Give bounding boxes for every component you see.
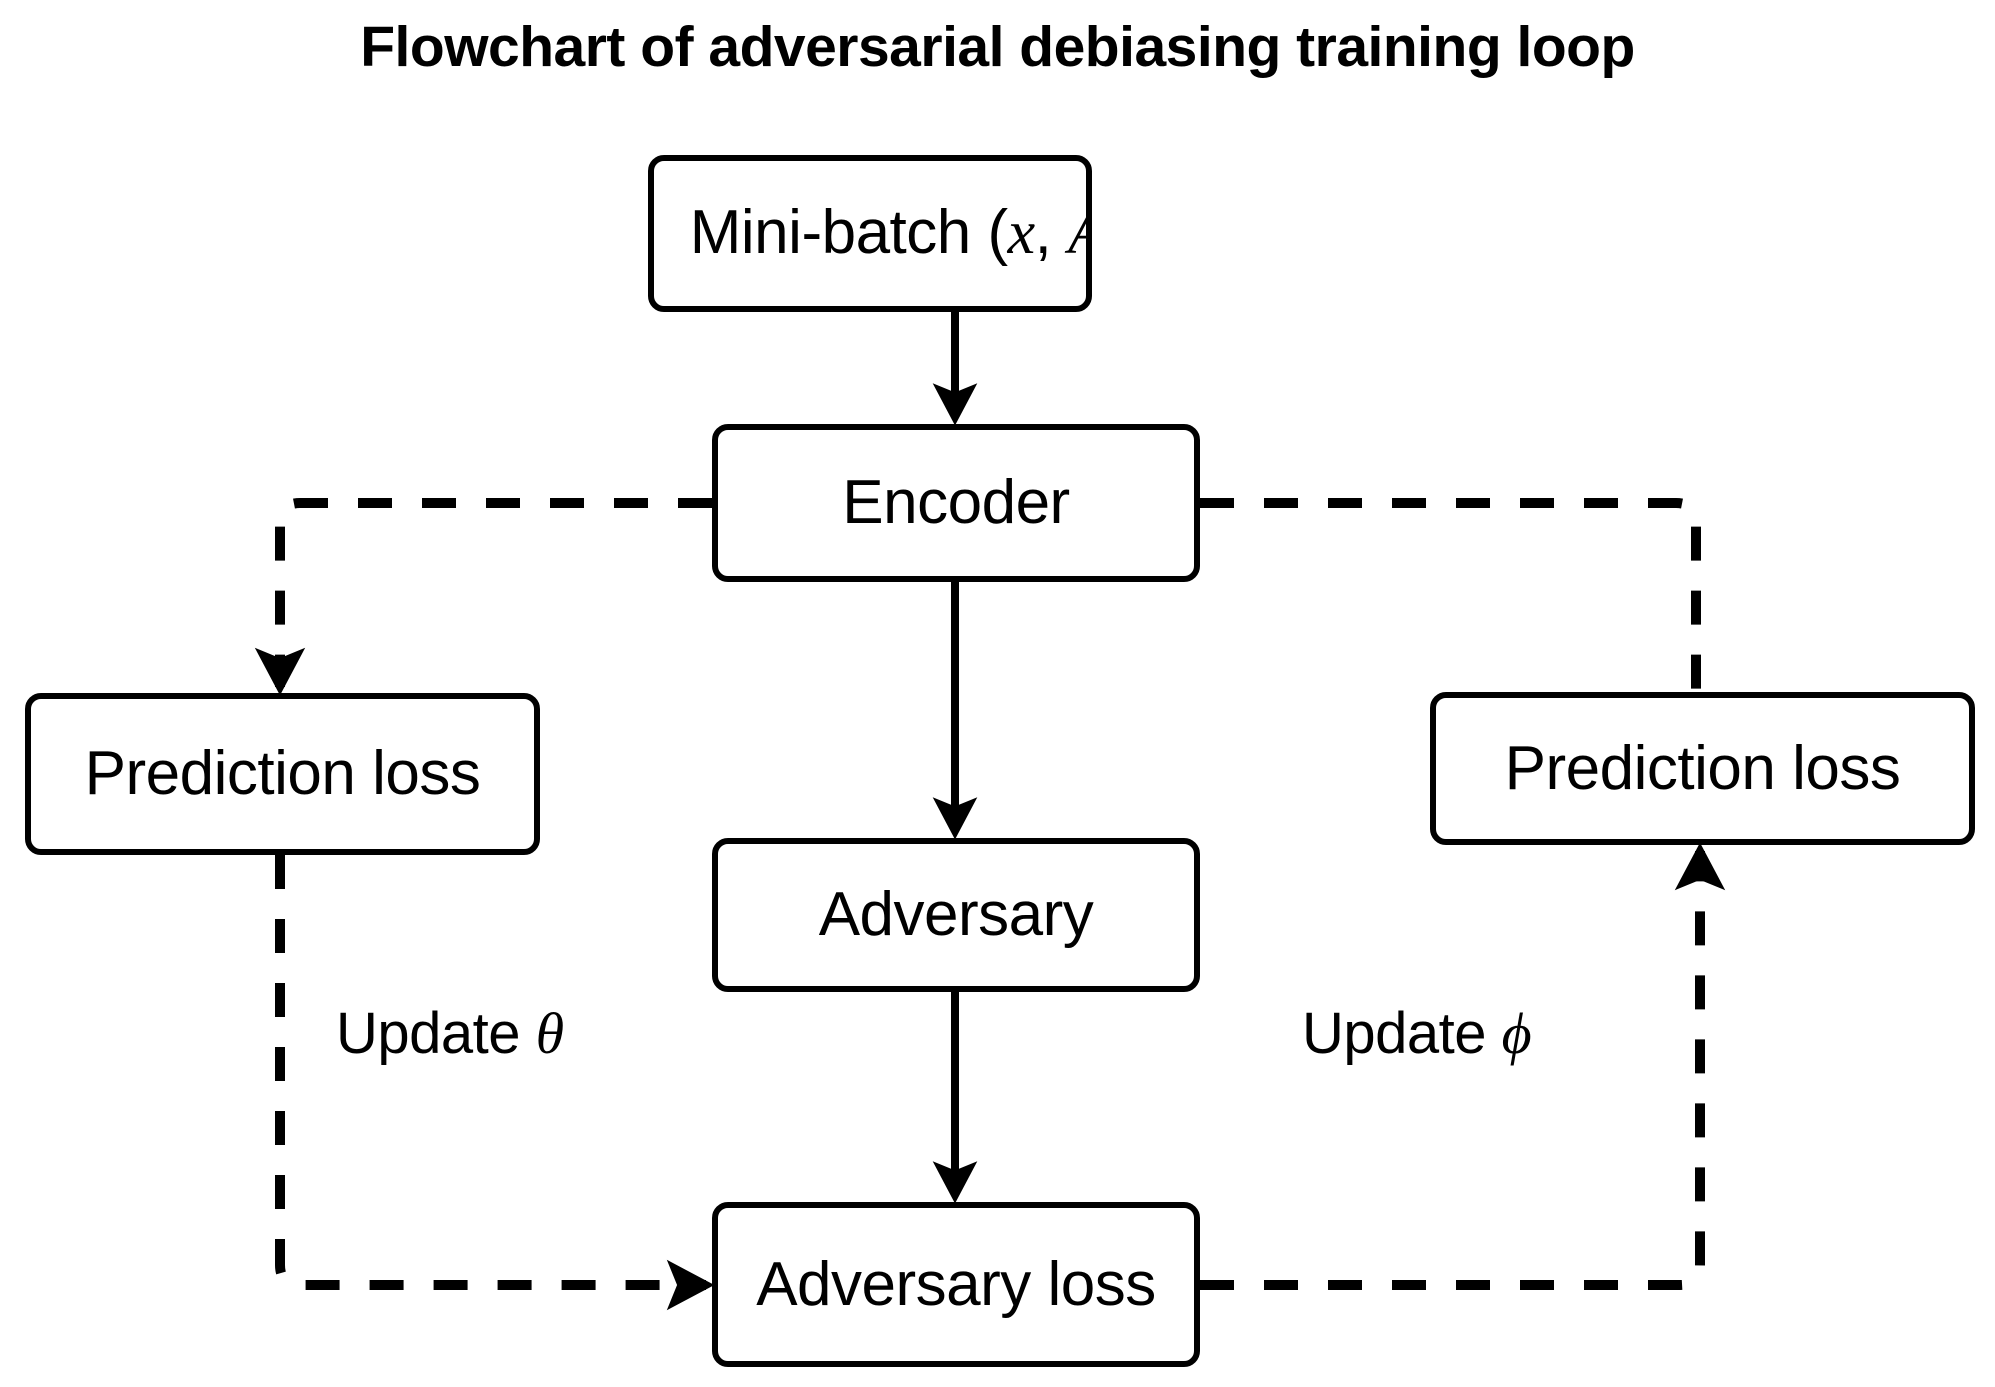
node-adversary-loss-label: Adversary loss [756, 1249, 1156, 1319]
node-adversary-loss[interactable]: Adversary loss [712, 1202, 1200, 1367]
node-adversary-label: Adversary [818, 880, 1094, 950]
node-minibatch[interactable]: Mini-batch (x, A, [648, 155, 1092, 312]
edge-pred-loss-left-to-adversary-loss [275, 855, 715, 1311]
edge-label-update-theta: Update θ [336, 1001, 564, 1066]
node-prediction-loss-right[interactable]: Prediction loss [1430, 692, 1975, 845]
node-minibatch-label: Mini-batch (x, A, [689, 198, 1086, 268]
node-prediction-loss-right-label: Prediction loss [1504, 733, 1901, 803]
edge-encoder-to-pred-loss-right [1200, 498, 1701, 690]
edge-encoder-to-pred-loss-left [254, 498, 712, 696]
edge-label-update-phi: Update ϕ [1302, 1001, 1532, 1066]
node-prediction-loss-left-label: Prediction loss [84, 739, 481, 809]
node-adversary[interactable]: Adversary [712, 838, 1200, 992]
page-title: Flowchart of adversarial debiasing train… [360, 15, 1635, 79]
edge-adversary-loss-to-pred-loss-right [1200, 842, 1726, 1290]
node-encoder[interactable]: Encoder [712, 424, 1200, 582]
node-encoder-label: Encoder [842, 468, 1070, 538]
node-prediction-loss-left[interactable]: Prediction loss [25, 693, 540, 855]
